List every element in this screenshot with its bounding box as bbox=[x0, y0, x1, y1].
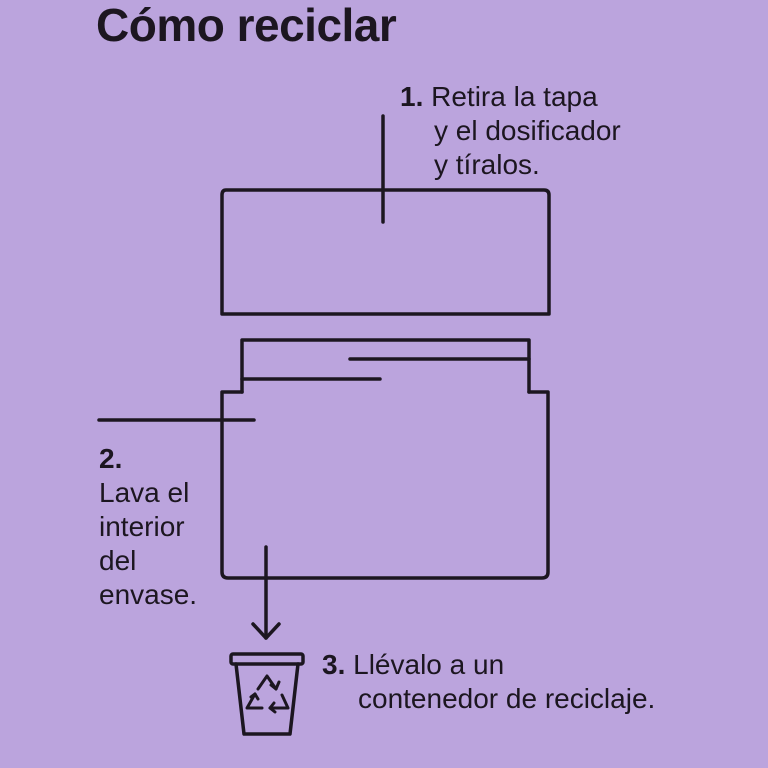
step-1-text-line-3: y tíralos. bbox=[434, 149, 540, 180]
step-3-text-line-2: contenedor de reciclaje. bbox=[358, 683, 656, 714]
step-1-number: 1. bbox=[400, 81, 424, 112]
step-1-text-line-2: y el dosificador bbox=[434, 115, 621, 146]
step-2: 2. Lava el interior del envase. bbox=[99, 442, 197, 612]
jar-body-outline bbox=[220, 390, 550, 580]
lid-outline bbox=[220, 188, 551, 316]
step-2-text-line-1: Lava el bbox=[99, 477, 190, 508]
step-1-text-line-1: Retira la tapa bbox=[431, 81, 598, 112]
recycle-symbol-icon bbox=[245, 674, 290, 714]
step-3-number: 3. bbox=[322, 649, 346, 680]
arrow-down-icon bbox=[251, 545, 281, 640]
page-title: Cómo reciclar bbox=[96, 0, 397, 51]
step-2-text-line-4: envase. bbox=[99, 579, 198, 610]
step-2-number: 2. bbox=[99, 443, 123, 474]
jar-neck-outline bbox=[240, 338, 531, 394]
step-2-text-line-2: interior bbox=[99, 511, 185, 542]
step-2-text-line-3: del bbox=[99, 545, 137, 576]
recycle-bin-icon bbox=[229, 652, 305, 736]
step-3-text-line-1: Llévalo a un bbox=[353, 649, 505, 680]
step-1: 1. Retira la tapa y el dosificador y tír… bbox=[400, 80, 621, 182]
step-3: 3. Llévalo a un contenedor de reciclaje. bbox=[322, 648, 655, 716]
